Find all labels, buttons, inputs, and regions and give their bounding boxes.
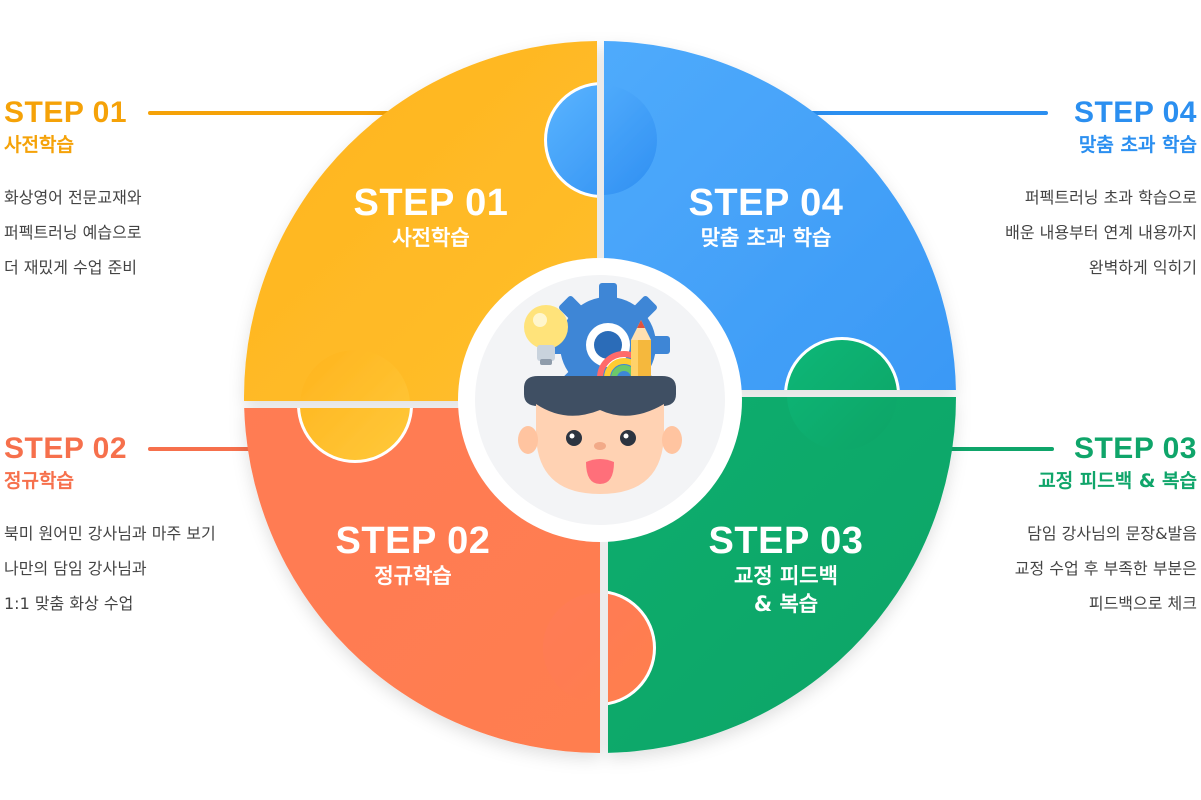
- inner-step-title: 정규학습: [374, 564, 452, 588]
- side-note-step01: STEP 01 사전학습 화상영어 전문교재와 퍼펙트러닝 예습으로 더 재밌게…: [4, 96, 142, 285]
- description-line: 더 재밌게 수업 준비: [4, 258, 138, 277]
- inner-label-step04: STEP 04 맞춤 초과 학습: [636, 182, 896, 252]
- side-step-description: 화상영어 전문교재와 퍼펙트러닝 예습으로 더 재밌게 수업 준비: [4, 180, 142, 285]
- side-note-step03: STEP 03 교정 피드백 & 복습 담임 강사님의 문장&발음 교정 수업 …: [1015, 432, 1197, 621]
- description-line: 배운 내용부터 연계 내용까지: [1005, 223, 1197, 242]
- side-step-title: 사전학습: [4, 134, 74, 156]
- description-line: 1:1 맞춤 화상 수업: [4, 594, 134, 613]
- inner-step-number: STEP 03: [708, 520, 864, 562]
- side-step-number: STEP 04: [1073, 96, 1197, 129]
- inner-step-title: 맞춤 초과 학습: [700, 226, 832, 250]
- side-step-title: 교정 피드백 & 복습: [1038, 470, 1197, 492]
- inner-label-step03: STEP 03 교정 피드백 & 복습: [656, 520, 916, 618]
- description-line: 담임 강사님의 문장&발음: [1027, 524, 1197, 543]
- inner-step-title-line1: 교정 피드백: [734, 564, 838, 588]
- description-line: 나만의 담임 강사님과: [4, 559, 147, 578]
- description-line: 퍼펙트러닝 초과 학습으로: [1024, 188, 1197, 207]
- side-step-description: 북미 원어민 강사님과 마주 보기 나만의 담임 강사님과 1:1 맞춤 화상 …: [4, 516, 216, 621]
- description-line: 완벽하게 익히기: [1088, 258, 1197, 277]
- description-line: 북미 원어민 강사님과 마주 보기: [4, 524, 216, 543]
- side-step-title: 맞춤 초과 학습: [1078, 134, 1197, 156]
- inner-step-title: 사전학습: [392, 226, 470, 250]
- side-step-number: STEP 02: [4, 432, 128, 465]
- inner-label-step02: STEP 02 정규학습: [283, 520, 543, 590]
- inner-label-step01: STEP 01 사전학습: [301, 182, 561, 252]
- description-line: 화상영어 전문교재와: [4, 188, 142, 207]
- inner-step-number: STEP 01: [353, 182, 509, 224]
- description-line: 교정 수업 후 부족한 부분은: [1014, 559, 1197, 578]
- side-step-number: STEP 01: [4, 96, 128, 129]
- side-note-step04: STEP 04 맞춤 초과 학습 퍼펙트러닝 초과 학습으로 배운 내용부터 연…: [1005, 96, 1197, 285]
- inner-step-number: STEP 02: [335, 520, 491, 562]
- description-line: 퍼펙트러닝 예습으로: [4, 223, 142, 242]
- side-step-description: 퍼펙트러닝 초과 학습으로 배운 내용부터 연계 내용까지 완벽하게 익히기: [1005, 180, 1197, 285]
- student-brain-gear-icon: [518, 283, 682, 494]
- description-line: 피드백으로 체크: [1088, 594, 1197, 613]
- side-note-step02: STEP 02 정규학습 북미 원어민 강사님과 마주 보기 나만의 담임 강사…: [4, 432, 216, 621]
- side-step-description: 담임 강사님의 문장&발음 교정 수업 후 부족한 부분은 피드백으로 체크: [1015, 516, 1197, 621]
- side-step-title: 정규학습: [4, 470, 74, 492]
- inner-step-number: STEP 04: [688, 182, 844, 224]
- inner-step-title-line2: & 복습: [753, 592, 819, 616]
- side-step-number: STEP 03: [1073, 432, 1197, 465]
